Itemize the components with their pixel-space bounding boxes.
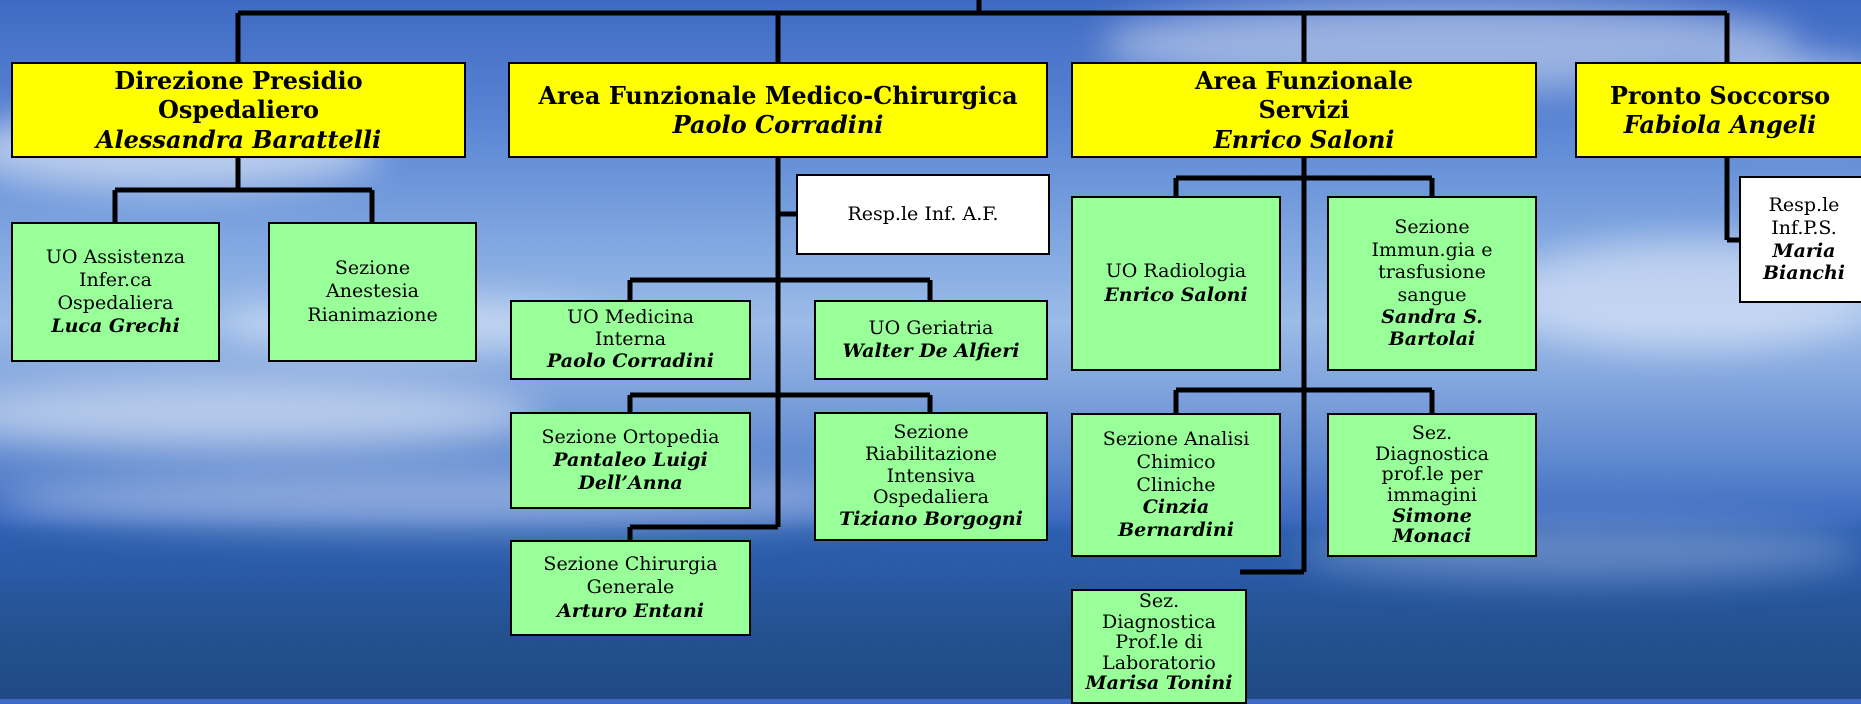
unit-name: Bartolai: [1388, 328, 1476, 351]
unit-label: Sezione: [334, 257, 411, 280]
unit-label: UO Radiologia: [1105, 260, 1247, 283]
unit-anestesia: Sezione Anestesia Rianimazione: [268, 222, 477, 362]
unit-resp-ps: Resp.le Inf.P.S. Maria Bianchi: [1739, 176, 1861, 303]
unit-label: Sezione Ortopedia: [541, 425, 720, 448]
unit-label: UO Geriatria: [868, 316, 994, 339]
unit-medicina-interna: UO Medicina Interna Paolo Corradini: [510, 300, 751, 380]
unit-label: immagini: [1387, 484, 1477, 506]
unit-label: Interna: [594, 328, 667, 351]
head-title: Direzione Presidio: [114, 66, 363, 96]
unit-label: Generale: [586, 576, 675, 599]
unit-label: Infer.ca: [78, 268, 153, 291]
unit-analisi: Sezione Analisi Chimico Cliniche Cinzia …: [1071, 413, 1281, 557]
unit-label: sangue: [1397, 283, 1467, 306]
unit-name: Cinzia: [1142, 496, 1210, 519]
unit-label: Sezione Analisi: [1102, 428, 1250, 450]
unit-diagnostica-immagini: Sez. Diagnostica prof.le per immagini Si…: [1327, 413, 1537, 557]
unit-label: Diagnostica: [1102, 610, 1216, 633]
unit-name: Dell’Anna: [578, 472, 683, 495]
unit-label: prof.le per: [1381, 463, 1483, 486]
unit-label: Sezione: [1394, 216, 1470, 239]
head-title: Servizi: [1258, 95, 1350, 125]
unit-ortopedia: Sezione Ortopedia Pantaleo Luigi Dell’An…: [510, 412, 751, 509]
unit-name: Walter De Alfieri: [842, 340, 1020, 362]
unit-label: Ospedaliera: [57, 292, 174, 314]
head-title: Pronto Soccorso: [1609, 80, 1831, 110]
unit-label: Sezione Chirurgia: [543, 553, 718, 576]
unit-riabilitazione: Sezione Riabilitazione Intensiva Ospedal…: [814, 412, 1048, 541]
unit-name: Sandra S.: [1381, 305, 1483, 328]
unit-name: Pantaleo Luigi: [553, 448, 708, 471]
unit-label: Sezione: [893, 420, 969, 443]
head-name: Alessandra Barattelli: [95, 124, 382, 154]
unit-label: Anestesia: [326, 280, 419, 303]
unit-name: Luca Grechi: [51, 315, 180, 338]
unit-label: Chimico: [1136, 450, 1216, 473]
unit-name: Maria: [1772, 239, 1836, 262]
unit-assistenza: UO Assistenza Infer.ca Ospedaliera Luca …: [11, 222, 220, 362]
unit-label: Laboratorio: [1102, 651, 1216, 674]
unit-name: Simone: [1392, 504, 1472, 527]
unit-label: UO Medicina: [567, 306, 694, 329]
unit-radiologia: UO Radiologia Enrico Saloni: [1071, 196, 1281, 371]
unit-label: Intensiva: [886, 464, 976, 487]
head-medico-chirurgica: Area Funzionale Medico-Chirurgica Paolo …: [508, 62, 1048, 158]
unit-label: Cliniche: [1136, 473, 1216, 496]
head-servizi: Area Funzionale Servizi Enrico Saloni: [1071, 62, 1537, 158]
unit-label: Rianimazione: [307, 303, 438, 326]
unit-label: Sez.: [1411, 422, 1453, 445]
unit-name: Enrico Saloni: [1104, 283, 1248, 306]
head-title: Area Funzionale: [1194, 66, 1414, 96]
unit-label: Resp.le Inf. A.F.: [847, 202, 999, 225]
unit-label: Prof.le di: [1115, 631, 1203, 654]
head-title: Ospedaliero: [158, 95, 319, 125]
background-cloud: [0, 380, 540, 450]
head-pronto-soccorso: Pronto Soccorso Fabiola Angeli: [1575, 62, 1861, 158]
unit-label: Ospedaliera: [872, 486, 990, 509]
unit-immunologia: Sezione Immun.gia e trasfusione sangue S…: [1327, 196, 1537, 371]
unit-name: Marisa Tonini: [1085, 672, 1233, 695]
unit-name: Bianchi: [1762, 262, 1845, 285]
unit-name: Bernardini: [1118, 519, 1234, 542]
unit-name: Monaci: [1392, 525, 1472, 548]
head-name: Fabiola Angeli: [1623, 110, 1817, 139]
unit-label: UO Assistenza: [45, 245, 186, 268]
unit-name: Paolo Corradini: [547, 349, 714, 372]
head-name: Enrico Saloni: [1213, 124, 1395, 154]
unit-label: Immun.gia e: [1371, 238, 1493, 261]
unit-chirurgia: Sezione Chirurgia Generale Arturo Entani: [510, 540, 751, 636]
head-direzione: Direzione Presidio Ospedaliero Alessandr…: [11, 62, 466, 158]
unit-label: Diagnostica: [1375, 442, 1489, 465]
unit-label: Riabilitazione: [864, 442, 998, 465]
unit-label: Resp.le: [1768, 193, 1840, 216]
unit-diagnostica-laboratorio: Sez. Diagnostica Prof.le di Laboratorio …: [1071, 589, 1247, 704]
unit-label: trasfusione: [1378, 261, 1486, 284]
unit-geriatria: UO Geriatria Walter De Alfieri: [814, 300, 1048, 380]
unit-name: Arturo Entani: [556, 599, 705, 622]
head-name: Paolo Corradini: [672, 110, 884, 139]
head-title: Area Funzionale Medico-Chirurgica: [538, 80, 1018, 110]
unit-label: Inf.P.S.: [1771, 216, 1837, 239]
unit-name: Tiziano Borgogni: [839, 508, 1023, 531]
unit-resp-af: Resp.le Inf. A.F.: [796, 174, 1050, 255]
unit-label: Sez.: [1138, 590, 1180, 612]
